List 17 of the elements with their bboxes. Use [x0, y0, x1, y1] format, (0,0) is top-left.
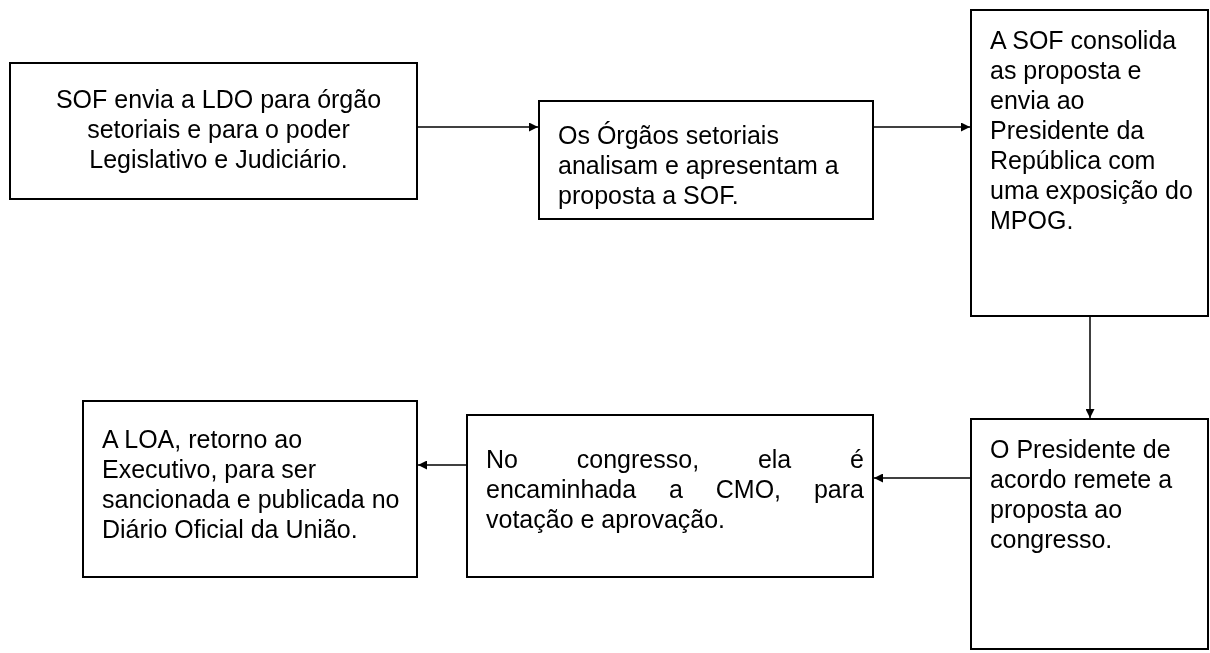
process-box	[82, 400, 418, 578]
box-text: A SOF consolida as proposta e envia ao Presidente da República com uma exposição do MPOG.	[990, 25, 1194, 235]
box-text: O Presidente de acordo remete a proposta ao congresso.	[990, 434, 1174, 554]
process-box	[466, 414, 874, 578]
arrow	[873, 122, 971, 132]
box-text: SOF envia a LDO para órgão setoriais e para o poder Legislativo e Judiciário.	[54, 84, 383, 174]
arrow	[873, 473, 971, 483]
process-box	[970, 418, 1209, 650]
process-box	[538, 100, 874, 220]
process-box	[9, 62, 418, 200]
arrow	[417, 460, 467, 470]
arrow	[1085, 316, 1095, 419]
box-text: No congresso, ela é encaminhada a CMO, para votação e aprovação.	[486, 444, 864, 534]
box-text: Os Órgãos setoriais analisam e apresentam a proposta a SOF.	[558, 120, 840, 210]
box-text: A LOA, retorno ao Executivo, para ser sancionada e publicada no Diário Oficial da União.	[102, 424, 401, 544]
arrow	[417, 122, 539, 132]
process-box	[970, 9, 1209, 317]
